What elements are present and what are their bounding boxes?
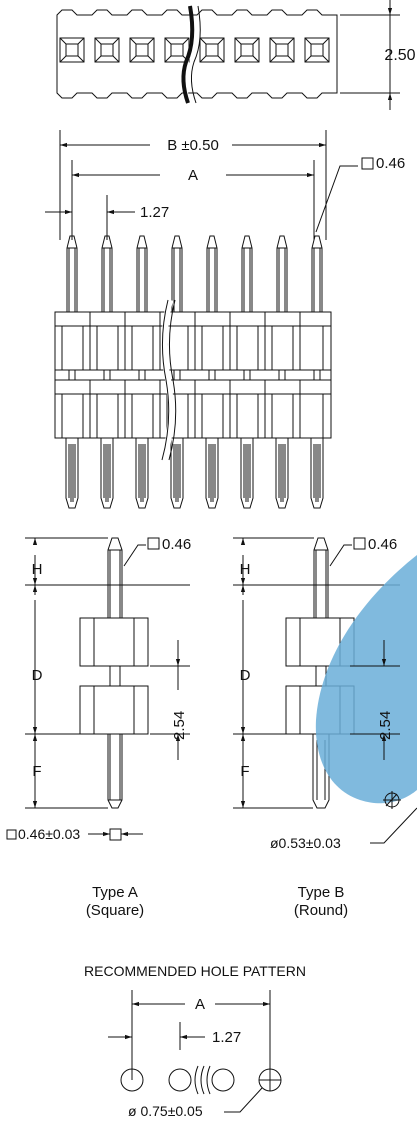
hole: [168, 1068, 192, 1092]
hole-dim-a: A: [195, 996, 205, 1013]
hole: [120, 1068, 144, 1092]
hole: [211, 1068, 235, 1092]
hole-diameter: ø 0.75±0.05: [128, 1103, 203, 1119]
type-a-d: D: [32, 667, 43, 684]
top-height-dim: 2.50: [384, 47, 415, 64]
hole-pattern-title: RECOMMENDED HOLE PATTERN: [84, 963, 306, 979]
type-a-view: [6, 537, 190, 841]
type-a-square-tol: 0.46±0.03: [18, 826, 80, 842]
dim-a-label: A: [188, 167, 198, 184]
type-b-shape: (Round): [294, 902, 348, 919]
type-a-name: Type A: [92, 884, 138, 901]
type-b-f: F: [240, 763, 249, 780]
top-view: [56, 0, 400, 110]
type-a-square: 0.46: [162, 536, 191, 553]
type-b-round-tol: ø0.53±0.03: [270, 835, 341, 851]
type-a-pitch: 2.54: [171, 711, 188, 740]
type-b-pitch: 2.54: [377, 711, 394, 740]
hole-pattern: [108, 990, 282, 1113]
hole-pitch: 1.27: [212, 1029, 241, 1046]
pitch-label: 1.27: [140, 204, 169, 221]
top-pin-cell: [59, 37, 85, 63]
dim-b-label: B ±0.50: [167, 137, 219, 154]
pin-square-label: 0.46: [376, 155, 405, 172]
type-b-square: 0.46: [368, 536, 397, 553]
type-b-d: D: [240, 667, 251, 684]
type-a-shape: (Square): [86, 902, 144, 919]
type-a-f: F: [32, 763, 41, 780]
front-view: [45, 130, 374, 509]
type-b-name: Type B: [298, 884, 345, 901]
type-b-h: H: [240, 561, 251, 578]
type-a-h: H: [32, 561, 43, 578]
highlight-overlay: [315, 555, 417, 804]
